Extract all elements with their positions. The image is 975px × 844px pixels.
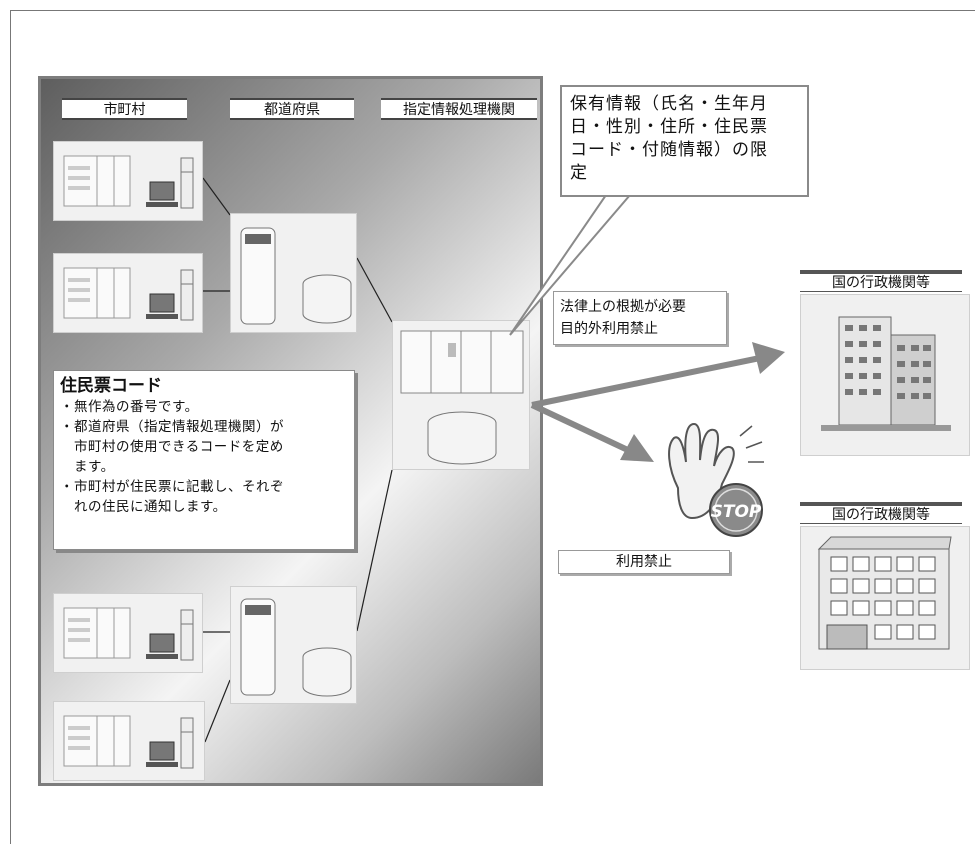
prefecture-server-panel xyxy=(230,586,357,704)
resident-code-line: ・無作為の番号です。 xyxy=(60,399,199,415)
resident-code-title: 住民票コード xyxy=(60,376,162,396)
legal-basis-line: 法律上の根拠が必要 xyxy=(560,299,686,315)
resident-code-line: ・市町村が住民票に記載し、それぞ xyxy=(60,479,284,495)
callout-line: コード・付随情報）の限 xyxy=(570,140,768,160)
government-agency-label: 国の行政機関等 xyxy=(800,270,962,292)
resident-code-line: ・都道府県（指定情報処理機関）が xyxy=(60,419,284,435)
column-header-municipality: 市町村 xyxy=(62,98,187,120)
arrow-to-prohibited xyxy=(530,402,634,455)
office-building-icon xyxy=(821,316,951,431)
column-header-prefecture: 都道府県 xyxy=(230,98,354,120)
resident-code-line: 市町村の使用できるコードを定め xyxy=(60,439,284,455)
prohibited-label: 利用禁止 xyxy=(558,550,730,574)
resident-code-note: 住民票コード ・無作為の番号です。 ・都道府県（指定情報処理機関）が 市町村の使… xyxy=(53,370,355,550)
resident-code-line: れの住民に通知します。 xyxy=(60,499,227,515)
municipality-system-panel xyxy=(53,141,203,221)
mainframe-icon xyxy=(400,330,524,465)
legal-basis-note: 法律上の根拠が必要 目的外利用禁止 xyxy=(553,291,727,345)
arrow-to-government xyxy=(531,355,761,408)
column-header-agency: 指定情報処理機関 xyxy=(381,98,537,120)
stop-hand-icon: STOP xyxy=(668,422,764,537)
municipality-system-panel xyxy=(53,593,203,673)
arrow-head-icon xyxy=(620,434,654,462)
flow-arrows xyxy=(530,342,785,462)
resident-code-line: ます。 xyxy=(60,459,115,475)
callout-line: 定 xyxy=(570,163,588,183)
prefecture-server-panel xyxy=(230,213,357,333)
legal-basis-line: 目的外利用禁止 xyxy=(560,321,658,337)
callout-line: 保有情報（氏名・生年月 xyxy=(570,94,768,114)
stop-sign-text: STOP xyxy=(711,502,762,522)
server-icon xyxy=(240,598,352,697)
computer-icon xyxy=(63,607,194,661)
computer-icon xyxy=(63,715,194,769)
computer-icon xyxy=(63,155,194,209)
server-icon xyxy=(240,227,352,325)
office-building-icon xyxy=(817,536,952,650)
government-agency-panel xyxy=(800,526,970,670)
page-frame xyxy=(10,10,975,844)
agency-server-panel xyxy=(392,320,530,470)
municipality-system-panel xyxy=(53,253,203,333)
government-agency-panel xyxy=(800,294,970,456)
arrow-head-icon xyxy=(752,342,785,374)
municipality-system-panel xyxy=(53,701,205,781)
held-info-callout: 保有情報（氏名・生年月 日・性別・住所・住民票 コード・付随情報）の限 定 xyxy=(560,85,809,197)
computer-icon xyxy=(63,267,194,321)
government-agency-label: 国の行政機関等 xyxy=(800,502,962,524)
callout-line: 日・性別・住所・住民票 xyxy=(570,117,768,137)
